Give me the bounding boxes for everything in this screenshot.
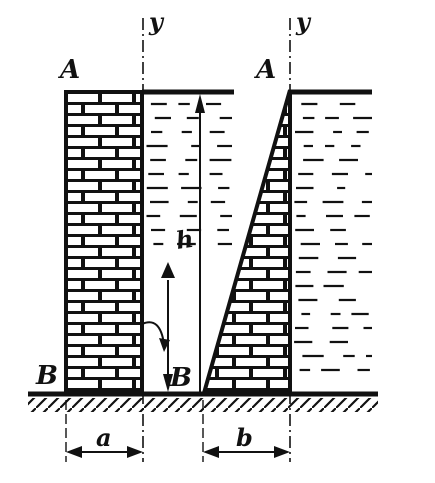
depth-arrow bbox=[195, 94, 205, 392]
rectangular-wall bbox=[64, 90, 144, 394]
centroid-arrow bbox=[141, 262, 175, 392]
label-h: h bbox=[174, 224, 195, 255]
label-B-right: B bbox=[169, 363, 192, 393]
dimension-a bbox=[66, 446, 143, 458]
label-A-right: A bbox=[253, 55, 276, 85]
water-right bbox=[290, 89, 372, 372]
label-y-right: y bbox=[295, 7, 312, 36]
dimension-b bbox=[203, 446, 290, 458]
triangular-wall bbox=[201, 89, 292, 395]
label-A-left: A bbox=[57, 55, 80, 85]
label-B-left: B bbox=[35, 361, 58, 391]
label-a: a bbox=[96, 423, 112, 452]
label-y-left: y bbox=[148, 7, 165, 36]
label-b: b bbox=[236, 423, 253, 452]
water-left bbox=[142, 89, 234, 246]
